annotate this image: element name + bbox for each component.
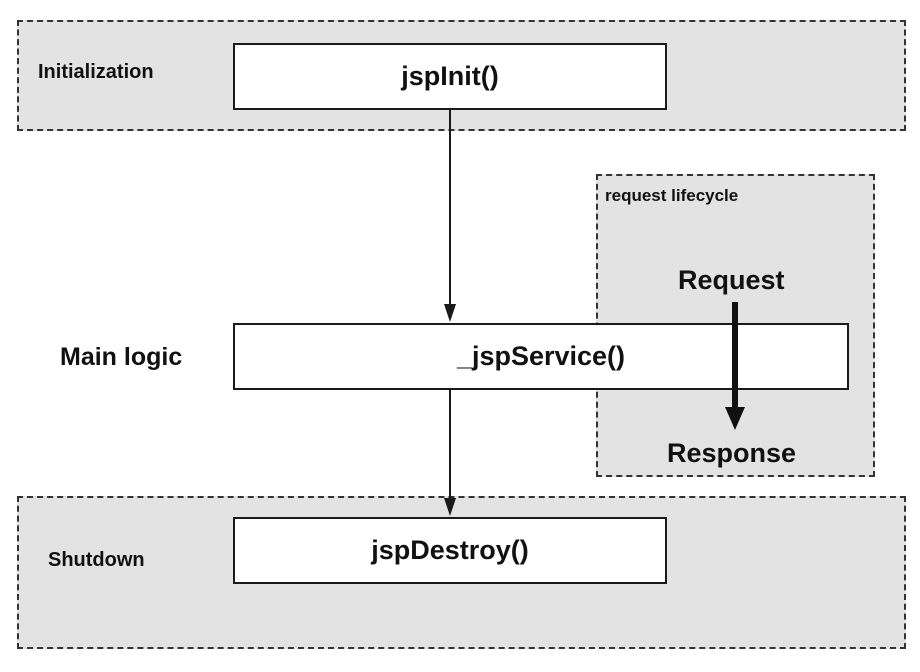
shutdown-label: Shutdown — [48, 549, 145, 571]
request-to-response-arrowhead — [725, 407, 745, 430]
request-label: Request — [678, 265, 785, 295]
service-to-destroy-arrowhead — [444, 498, 456, 516]
response-label: Response — [667, 438, 797, 468]
initialization-label: Initialization — [38, 61, 154, 83]
jspservice-node: _jspService() — [233, 323, 849, 390]
init-to-service-arrowhead — [444, 304, 456, 322]
jspinit-node: jspInit() — [233, 43, 667, 110]
jspdestroy-node: jspDestroy() — [233, 517, 667, 584]
main-logic-label: Main logic — [60, 343, 183, 371]
request-lifecycle-label: request lifecycle — [605, 186, 739, 205]
